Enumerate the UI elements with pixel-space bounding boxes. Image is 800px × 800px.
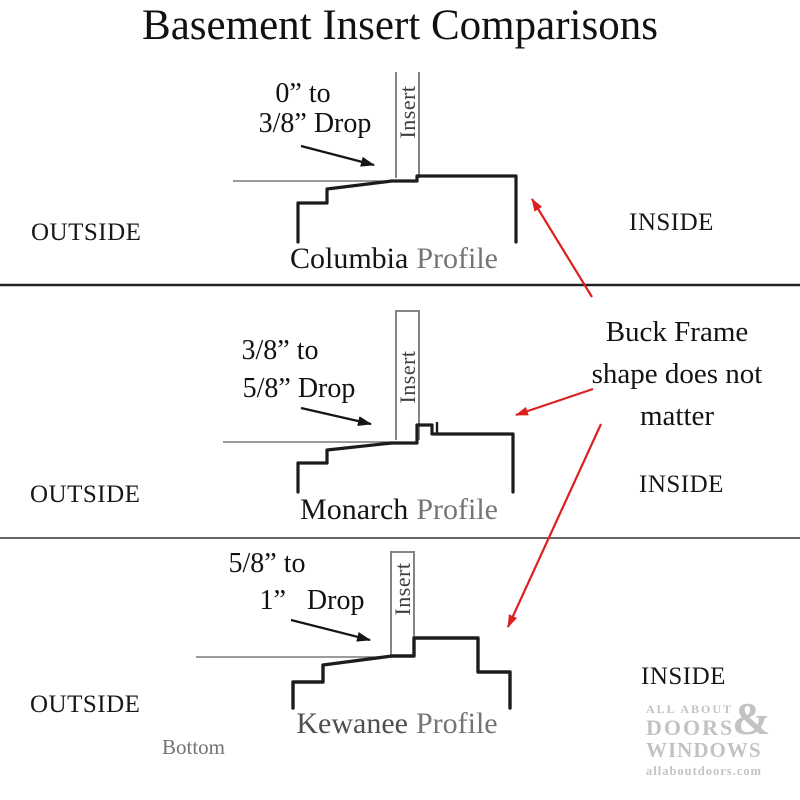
columbia-profile-outline [296,174,518,244]
logo-left-column: ALL ABOUT DOORS [646,699,734,739]
red-arrow-kewanee [506,423,603,628]
bottom-label: Bottom [162,735,226,759]
monarch-profile-name: Monarch [300,493,409,526]
columbia-drop-line2: 3/8” Drop [258,108,372,139]
columbia-inside-label: INSIDE [629,209,714,236]
kewanee-profile-word: Profile [415,707,498,740]
columbia-insert-label: Insert [395,85,420,139]
monarch-insert-label: Insert [395,350,420,404]
monarch-inside-label: INSIDE [639,471,724,498]
monarch-drawing [223,310,515,494]
brand-logo: ALL ABOUT DOORS & WINDOWS allaboutdoors.… [646,696,771,778]
kewanee-drop-line1: 5/8” to [228,548,306,579]
kewanee-drop-arrow [290,618,371,642]
red-arrow-monarch [515,387,594,417]
monarch-profile-outline [296,423,515,494]
kewanee-outside-label: OUTSIDE [30,691,141,718]
columbia-profile-word: Profile [416,242,498,275]
columbia-profile-name: Columbia [290,242,409,275]
monarch-outside-label: OUTSIDE [30,481,141,508]
columbia-drawing [233,72,518,244]
columbia-outside-label: OUTSIDE [31,219,142,246]
monarch-profile-word: Profile [416,493,498,526]
kewanee-profile-name: Kewanee [296,707,408,740]
buck-frame-note-line3: matter [639,400,715,432]
columbia-drop-arrow [300,144,375,167]
kewanee-drop-line2: 1” Drop [259,585,365,616]
kewanee-drawing [196,551,512,710]
red-arrows [506,198,603,628]
monarch-drop-line2: 5/8” Drop [242,373,356,404]
buck-frame-note-line1: Buck Frame [605,316,749,348]
red-arrow-columbia [531,198,593,298]
logo-all-about: ALL ABOUT [646,702,734,716]
kewanee-inside-label: INSIDE [641,663,726,690]
logo-domain: allaboutdoors.com [646,764,762,778]
logo-top-row: ALL ABOUT DOORS & [646,696,771,742]
logo-doors: DOORS [646,715,735,740]
buck-frame-note: Buck Frame shape does not matter [552,311,800,437]
logo-windows: WINDOWS [646,738,762,762]
buck-frame-note-line2: shape does not [591,358,763,390]
monarch-drop-arrow [300,406,372,426]
kewanee-profile-outline [291,636,512,710]
page-title: Basement Insert Comparisons [142,2,658,49]
columbia-drop-line1: 0” to [275,78,331,109]
logo-ampersand: & [732,693,771,744]
kewanee-insert-label: Insert [390,562,415,616]
monarch-drop-line1: 3/8” to [241,335,319,366]
